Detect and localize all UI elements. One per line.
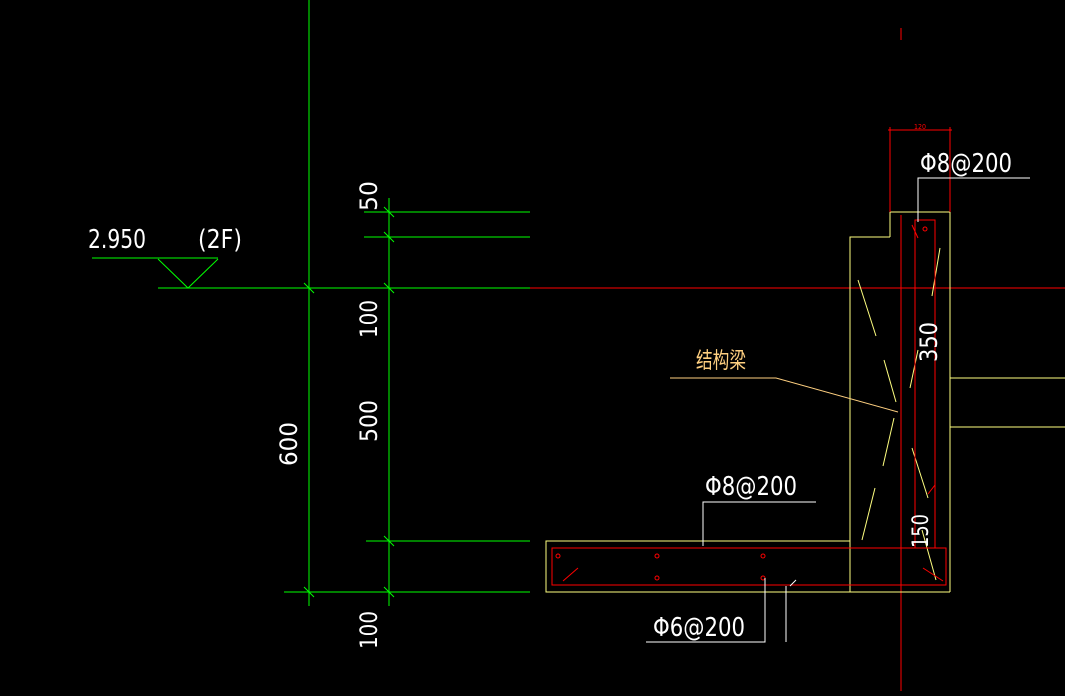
dim-100: 100	[355, 300, 383, 338]
floor-label: (2F)	[198, 225, 242, 255]
dim-100-bottom: 100	[355, 611, 383, 649]
dimension-lines	[92, 0, 530, 606]
rebar	[551, 219, 947, 586]
beam-label: 结构梁	[696, 349, 746, 374]
leader-lines	[646, 177, 1030, 643]
beam-leader	[670, 377, 899, 413]
rebar-label-mid: Φ8@200	[705, 472, 797, 502]
dim-150: 150	[909, 514, 934, 548]
dim-50: 50	[355, 181, 383, 211]
rebar-label-bottom: Φ6@200	[653, 613, 745, 643]
dim-600: 600	[275, 422, 303, 466]
top-dimension	[888, 127, 952, 212]
dim-120: 120	[914, 123, 926, 131]
dim-500: 500	[355, 400, 383, 442]
structure-outline	[545, 211, 1065, 593]
axis-lines	[530, 28, 1065, 691]
rebar-label-top: Φ8@200	[920, 149, 1012, 179]
dim-350: 350	[915, 322, 943, 362]
elevation-value: 2.950	[88, 225, 146, 255]
